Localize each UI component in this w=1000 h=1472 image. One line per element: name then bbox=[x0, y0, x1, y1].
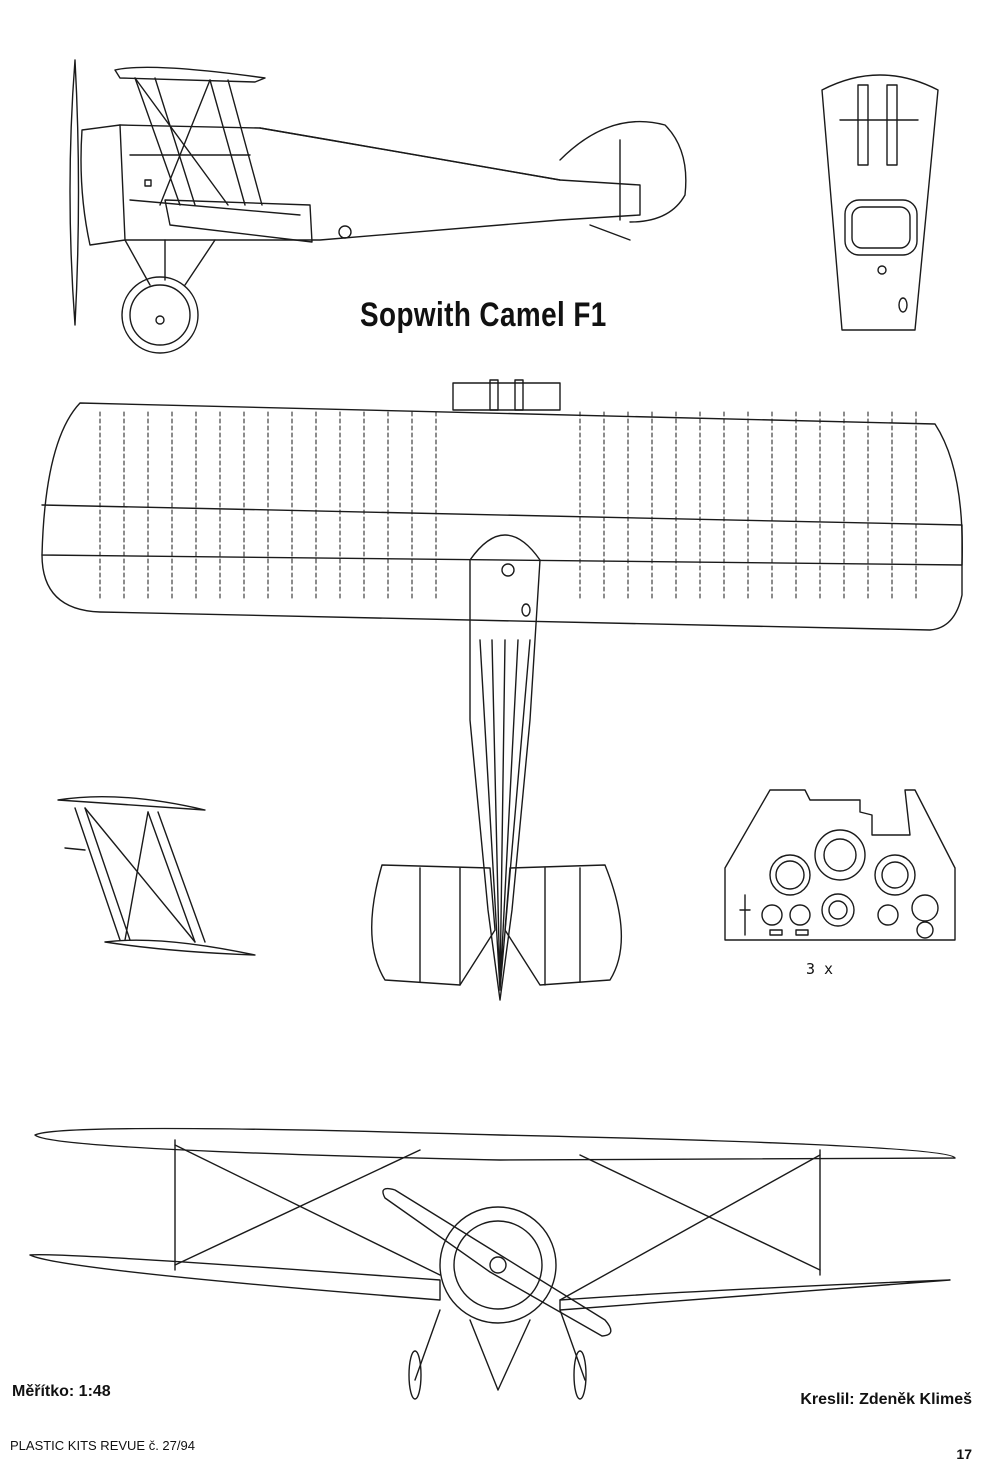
front-upper-wing bbox=[34, 1127, 956, 1161]
side-cowling bbox=[80, 124, 126, 246]
top-tailplane-right bbox=[504, 864, 622, 986]
top-tailplane bbox=[371, 864, 496, 986]
page-title: Sopwith Camel F1 bbox=[360, 296, 607, 334]
instrument-multiplier-label: 3 x bbox=[806, 960, 834, 978]
side-propeller bbox=[69, 59, 80, 326]
side-view bbox=[69, 59, 687, 354]
front-view bbox=[29, 1127, 956, 1400]
side-upper-wing bbox=[114, 66, 266, 83]
publication-footer: PLASTIC KITS REVUE č. 27/94 bbox=[10, 1438, 195, 1453]
top-view bbox=[41, 379, 963, 1001]
side-lower-wing bbox=[164, 199, 313, 243]
front-engine bbox=[439, 1206, 557, 1324]
front-lower-wing bbox=[29, 1254, 441, 1301]
side-wheel bbox=[121, 276, 199, 354]
front-propeller bbox=[382, 1187, 612, 1337]
author-credit: Kreslil: Zdeněk Klimeš bbox=[800, 1391, 972, 1408]
side-tail bbox=[559, 120, 687, 223]
scale-label: Měřítko: 1:48 bbox=[12, 1383, 111, 1400]
top-lower-wing bbox=[41, 504, 963, 631]
top-fuselage bbox=[469, 534, 541, 1001]
strut-detail bbox=[57, 795, 256, 956]
instrument-panel bbox=[724, 789, 956, 941]
cockpit-top-view bbox=[821, 74, 939, 331]
top-upper-wing bbox=[41, 402, 963, 566]
page-number: 17 bbox=[956, 1446, 972, 1462]
side-fuselage bbox=[119, 124, 641, 241]
